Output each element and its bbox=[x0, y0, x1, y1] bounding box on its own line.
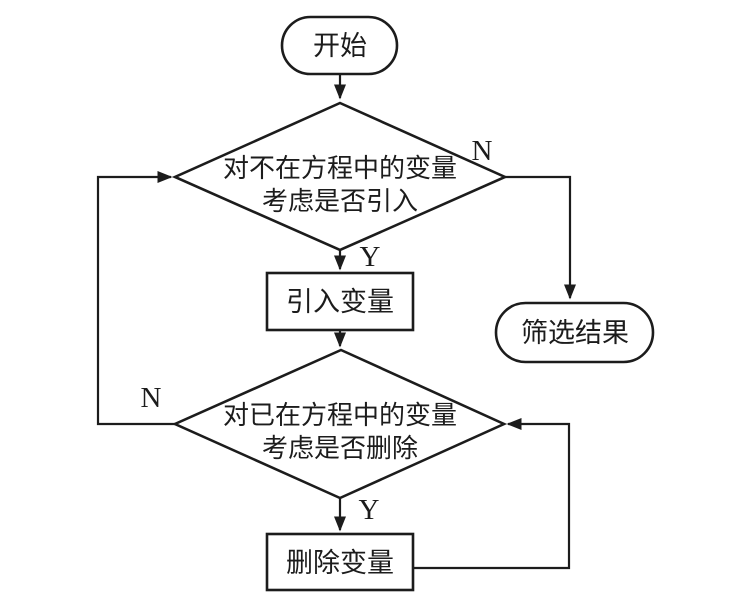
edge-delete-loop-to-decision2 bbox=[413, 418, 571, 570]
decision-delete-node: 对已在方程中的变量 考虑是否删除 bbox=[171, 348, 508, 500]
process-introduce-shape bbox=[265, 271, 415, 332]
decision-delete-label-line2: 考虑是否删除 bbox=[262, 434, 418, 464]
label-decision2-yes: Y bbox=[359, 494, 380, 526]
decision-delete-shape bbox=[171, 348, 508, 500]
start-label: 开始 bbox=[313, 31, 367, 62]
process-introduce-label: 引入变量 bbox=[286, 287, 394, 318]
decision-introduce-label-line1: 对不在方程中的变量 bbox=[223, 154, 457, 184]
decision-introduce-node: 对不在方程中的变量 考虑是否引入 bbox=[171, 101, 509, 252]
process-delete-label: 删除变量 bbox=[286, 548, 394, 579]
edge-decision2-no-loop-to-decision1 bbox=[96, 171, 175, 426]
label-decision1-no: N bbox=[472, 135, 493, 167]
label-decision1-yes: Y bbox=[360, 241, 381, 273]
edge-decision1-no-to-result bbox=[505, 175, 576, 300]
process-delete-shape bbox=[265, 532, 415, 592]
result-node: 筛选结果 bbox=[494, 301, 655, 364]
result-label: 筛选结果 bbox=[521, 318, 629, 349]
start-shape bbox=[280, 15, 399, 76]
process-introduce-node: 引入变量 bbox=[265, 271, 415, 332]
start-node: 开始 bbox=[280, 15, 399, 76]
decision-introduce-label-line2: 考虑是否引入 bbox=[262, 187, 418, 217]
result-shape bbox=[494, 301, 655, 364]
decision-delete-label-line1: 对已在方程中的变量 bbox=[223, 401, 457, 431]
label-decision2-no: N bbox=[141, 382, 162, 414]
decision-introduce-shape bbox=[171, 101, 509, 252]
process-delete-node: 删除变量 bbox=[265, 532, 415, 592]
